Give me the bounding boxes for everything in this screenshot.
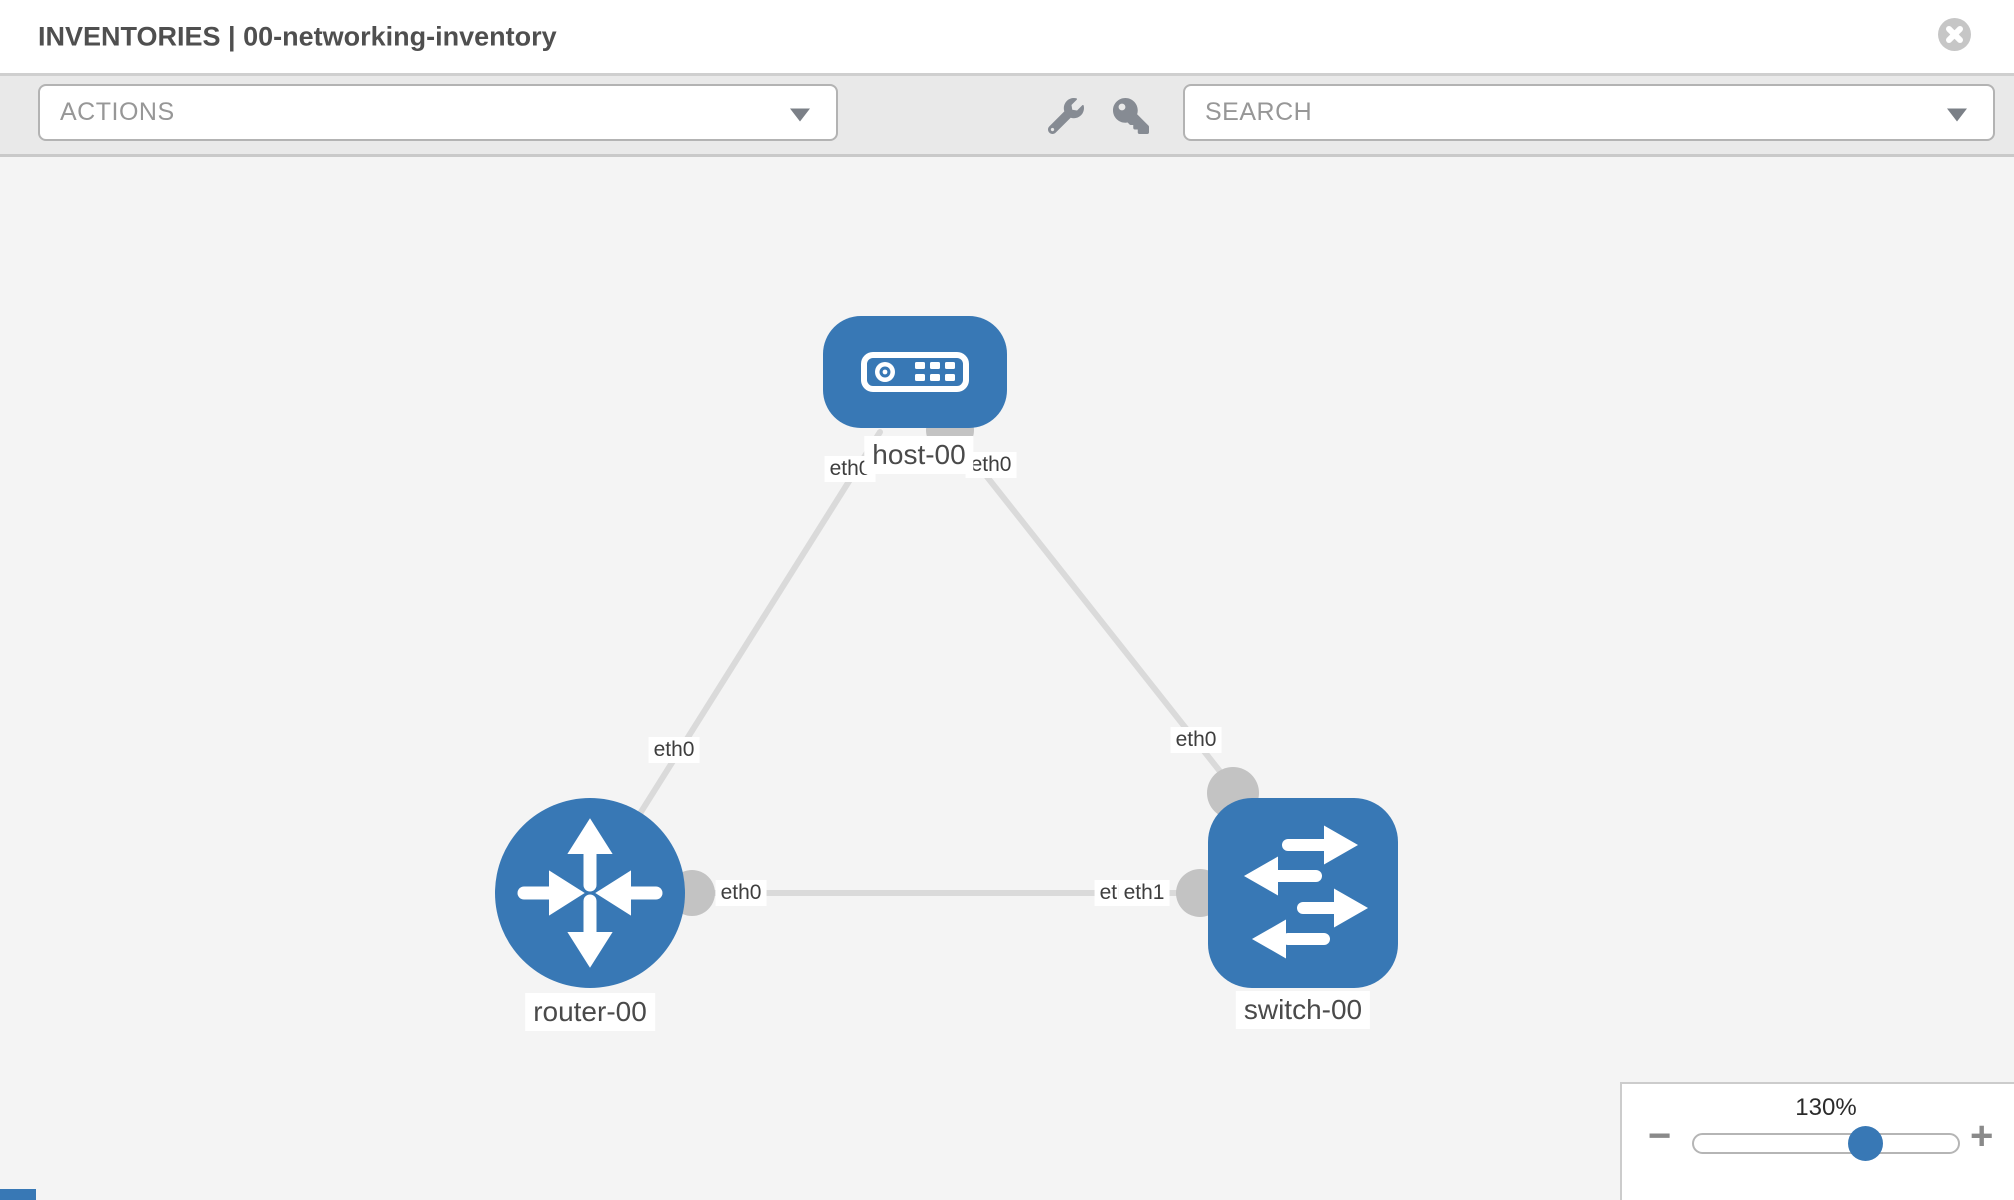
node-router-00[interactable] <box>495 798 685 988</box>
close-button[interactable] <box>1938 18 1971 51</box>
chevron-down-icon <box>790 107 810 121</box>
key-icon[interactable] <box>1113 98 1149 134</box>
host-device-icon <box>861 352 969 392</box>
chevron-down-icon <box>1947 107 1967 121</box>
header: INVENTORIES | 00-networking-inventory <box>0 0 2014 76</box>
node-label-switch: switch-00 <box>1235 991 1371 1029</box>
toolbar: ACTIONS SEARCH <box>0 76 2014 157</box>
node-label-router: router-00 <box>525 993 655 1031</box>
actions-dropdown-label: ACTIONS <box>60 98 175 126</box>
iface-label-router-switch-routerend: eth0 <box>715 880 767 906</box>
router-icon <box>517 818 663 968</box>
iface-label-router-switch-switchend: eth1 <box>1118 880 1170 906</box>
iface-label-host-switch-switchend: eth0 <box>1170 727 1222 753</box>
iface-label-host-router-routerend: eth0 <box>648 737 700 763</box>
search-dropdown[interactable]: SEARCH <box>1183 84 1995 141</box>
zoom-control-panel: 130% − + <box>1620 1082 2014 1200</box>
close-icon <box>1946 26 1963 43</box>
node-switch-00[interactable] <box>1208 798 1398 988</box>
link-host-switch <box>947 427 1263 825</box>
zoom-in-button[interactable]: + <box>1970 1114 1994 1158</box>
actions-dropdown[interactable]: ACTIONS <box>38 84 838 141</box>
search-dropdown-label: SEARCH <box>1205 98 1313 126</box>
node-label-host: host-00 <box>864 436 974 474</box>
iface-label-host-switch-hostend: eth0 <box>965 452 1017 478</box>
zoom-slider-track[interactable] <box>1692 1133 1960 1154</box>
footer-accent <box>0 1189 36 1200</box>
zoom-percentage: 130% <box>1795 1094 1857 1121</box>
node-host-00[interactable] <box>823 316 1007 428</box>
switch-icon <box>1243 825 1369 959</box>
wrench-icon[interactable] <box>1048 98 1084 134</box>
zoom-out-button[interactable]: − <box>1648 1114 1672 1158</box>
page-title: INVENTORIES | 00-networking-inventory <box>38 21 557 51</box>
zoom-slider-knob[interactable] <box>1848 1126 1883 1161</box>
